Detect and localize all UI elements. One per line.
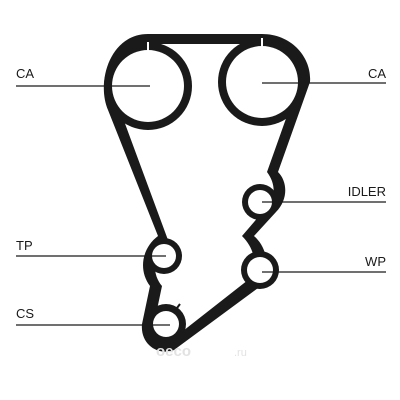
watermark: oeco .ru xyxy=(156,343,247,360)
leader-lines xyxy=(16,82,386,326)
label-ca-right: CA xyxy=(368,66,386,81)
watermark-brand: oeco xyxy=(156,343,191,360)
pulley-camshaft-right xyxy=(218,38,306,126)
label-cs: CS xyxy=(16,306,34,321)
label-ca-left: CA xyxy=(16,66,34,81)
watermark-domain: .ru xyxy=(234,347,247,359)
timing-mark-cs xyxy=(173,303,181,313)
pulley-crankshaft xyxy=(146,303,186,344)
pulley-water-pump xyxy=(241,251,279,289)
label-idler: IDLER xyxy=(348,184,386,199)
pulley-idler xyxy=(242,184,278,220)
label-wp: WP xyxy=(365,254,386,269)
label-tp: TP xyxy=(16,238,33,253)
